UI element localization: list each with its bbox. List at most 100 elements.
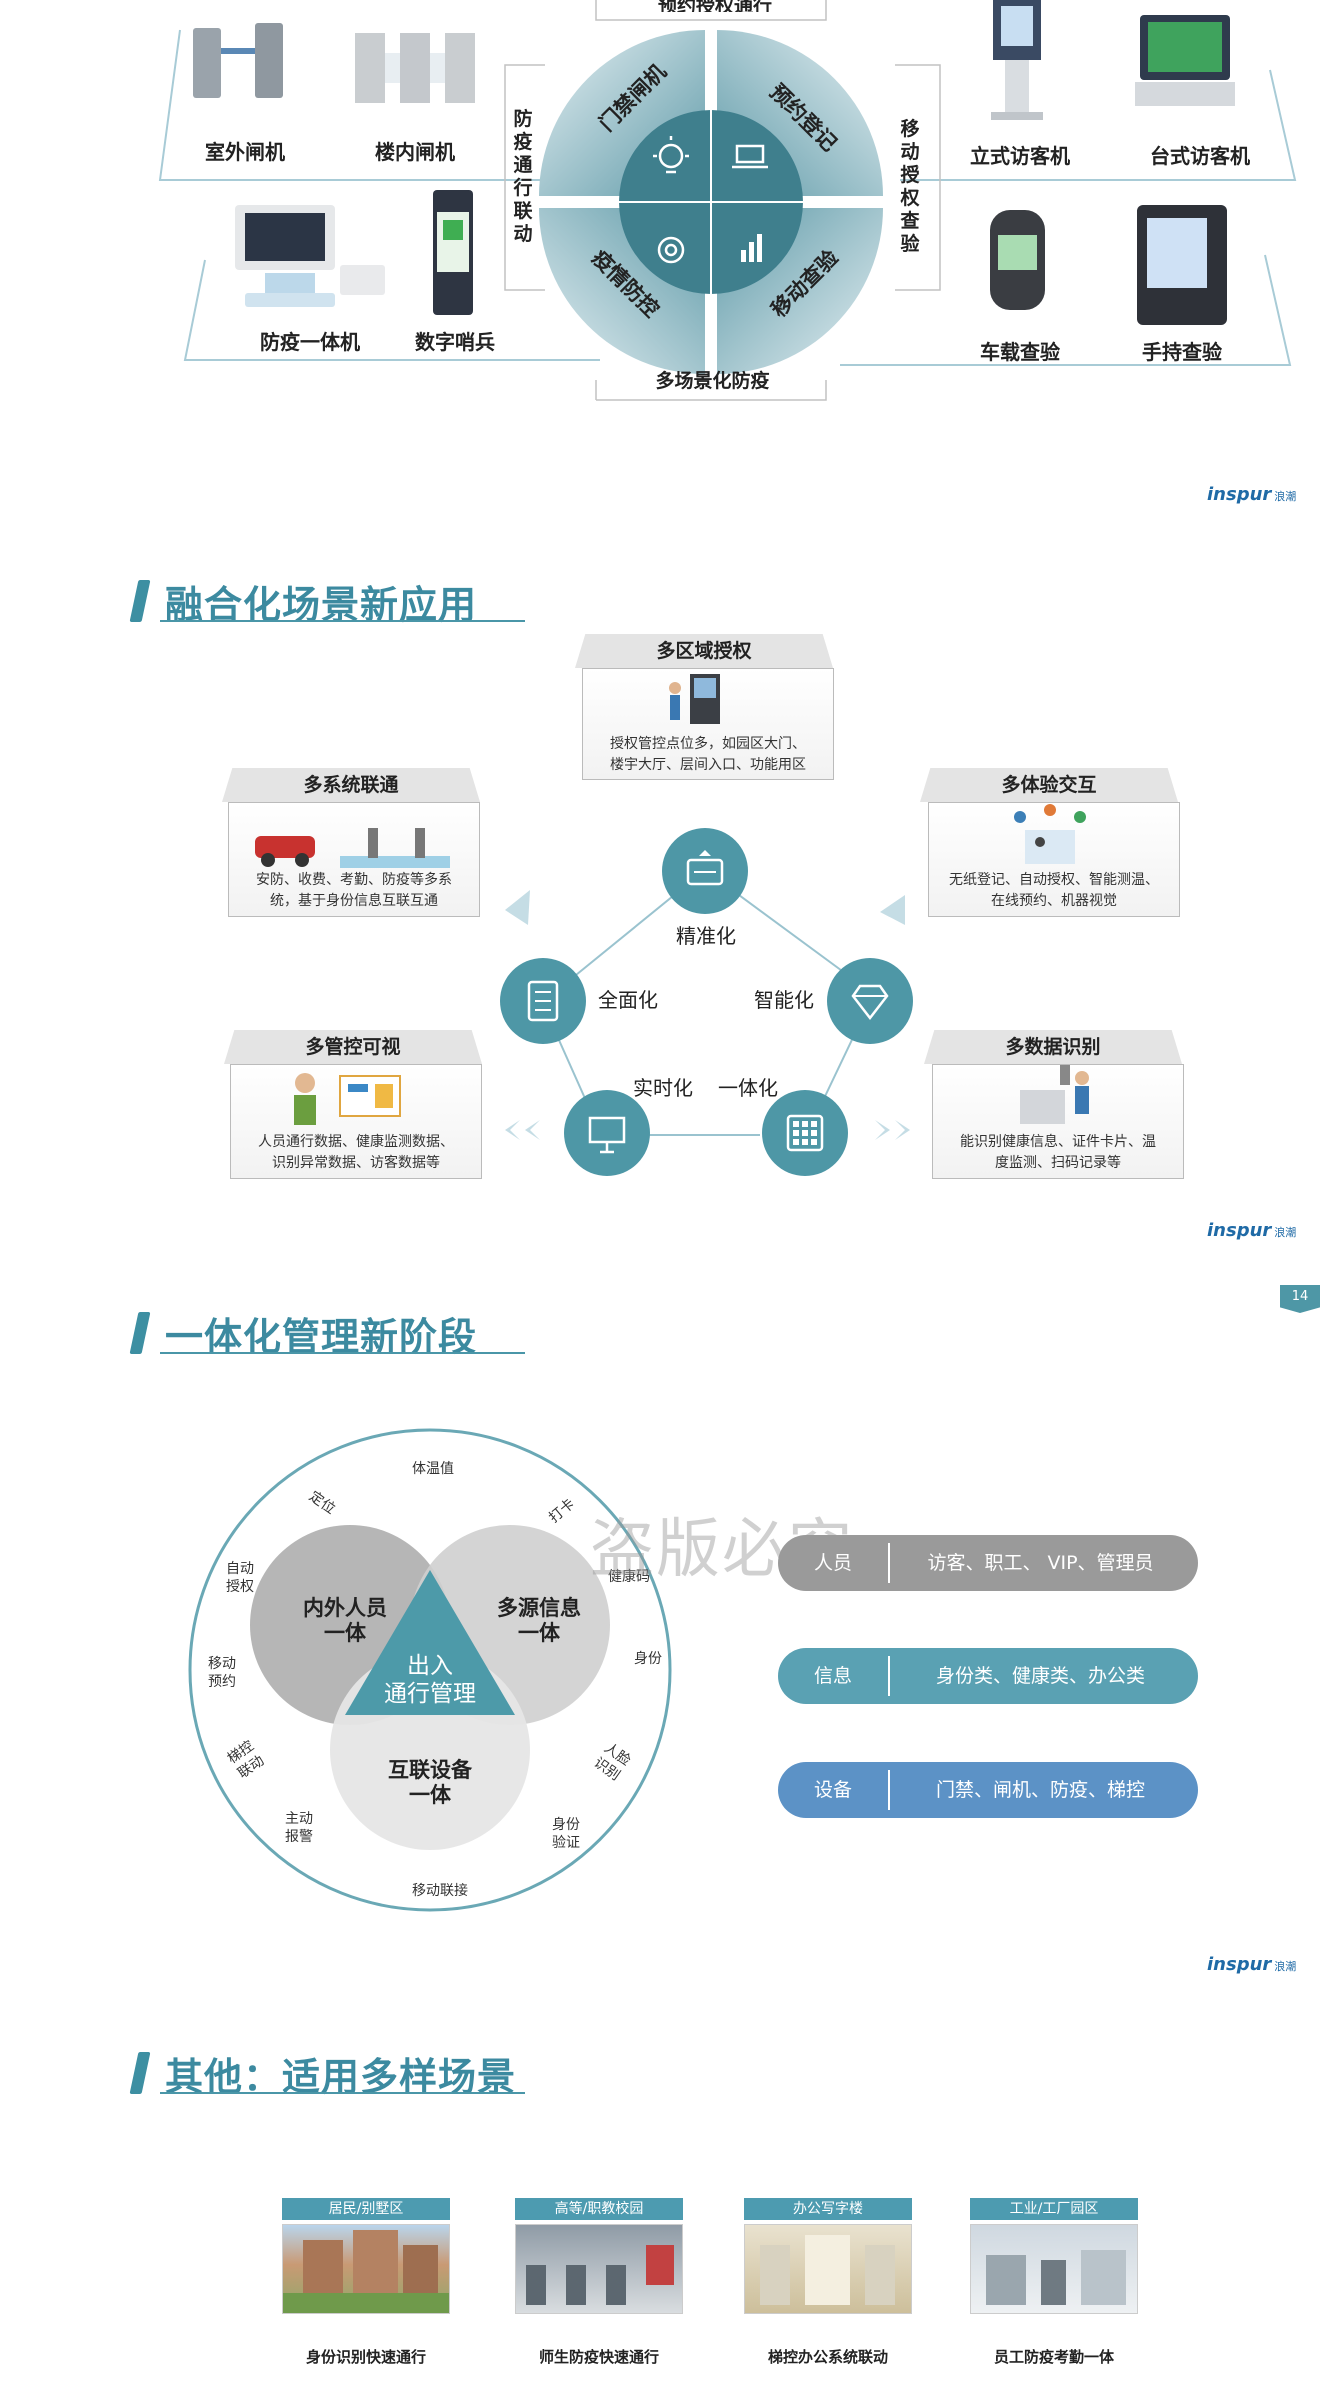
ring-mobile-reserve-2: 预约 xyxy=(208,1674,236,1690)
recognition-image xyxy=(1020,1065,1089,1124)
desk-visitor-image xyxy=(1135,15,1235,106)
ring-id-verify-2: 验证 xyxy=(552,1835,580,1851)
label-intelligent: 智能化 xyxy=(754,988,814,1012)
factory-gate-image xyxy=(986,2250,1126,2305)
title-underline xyxy=(160,620,525,622)
ring-mobile-link: 移动联接 xyxy=(412,1883,468,1899)
pill-people-value: 访客、职工、 VIP、管理员 xyxy=(927,1552,1154,1574)
indoor-gate-image xyxy=(355,33,475,103)
handheld-check-image xyxy=(1137,205,1227,325)
ring-id-verify: 身份 验证 xyxy=(552,1816,580,1852)
card-text-multi-zone-1: 授权管控点位多，如园区大门、 xyxy=(610,736,806,752)
bulb-icon xyxy=(653,136,689,174)
ring-temperature: 体温值 xyxy=(412,1461,454,1477)
ring-auto-auth-2: 授权 xyxy=(226,1579,254,1595)
section-title-3: 一体化管理新阶段 xyxy=(165,1315,478,1359)
card-head-multi-system: 多系统联通 xyxy=(222,768,480,802)
scene-image-campus xyxy=(515,2224,683,2314)
title-underline-4 xyxy=(160,2092,525,2094)
desk-visitor-label: 台式访客机 xyxy=(1150,144,1250,168)
left-vertical-label: 防疫通行联动 xyxy=(513,108,533,245)
node-integrated xyxy=(762,1090,848,1176)
lobby-image xyxy=(760,2235,895,2305)
car-gate-image xyxy=(255,828,450,868)
node-comprehensive xyxy=(500,958,586,1044)
page-number: 14 xyxy=(1291,1289,1309,1304)
card-head-multi-experience: 多体验交互 xyxy=(920,768,1178,802)
slide-integrated-management: 14 一体化管理新阶段 内外人员 一体 多源信息 一体 互联设备 一体 出入 通… xyxy=(0,1270,1338,1990)
stand-visitor-label: 立式访客机 xyxy=(970,144,1070,168)
frame-lines xyxy=(158,0,1297,401)
laptop-icon xyxy=(732,144,768,169)
node-realtime xyxy=(564,1090,650,1176)
pill-info-value: 身份类、健康类、办公类 xyxy=(935,1665,1145,1687)
center-line1: 出入 xyxy=(407,1653,453,1679)
interaction-icons-image xyxy=(1014,804,1086,864)
ring-identity: 身份 xyxy=(634,1651,662,1667)
scene-head-campus: 高等/职教校园 xyxy=(515,2198,683,2220)
kiosk-person-image xyxy=(669,674,720,724)
slide-fusion-scenes: 融合化场景新应用 多区域授权 授权管控点位多，如园区大门、 楼宇大厅、层间入口、… xyxy=(0,540,1338,1260)
top-label: 预约授权通行 xyxy=(657,0,772,12)
title-bar-icon-4 xyxy=(129,2052,151,2094)
scene-caption-residential: 身份识别快速通行 xyxy=(305,2348,426,2366)
circle-people-line2: 一体 xyxy=(324,1621,366,1645)
card-text-multi-control-2: 识别异常数据、访客数据等 xyxy=(272,1155,440,1171)
scene-caption-campus: 师生防疫快速通行 xyxy=(538,2348,659,2366)
vehicle-check-image xyxy=(990,210,1045,310)
slide-other-scenes: 其他：适用多样场景 居民/别墅区 身份识别快速通行 高等/职教校园 师生防疫快速… xyxy=(0,2010,1338,2400)
card-head-multi-data: 多数据识别 xyxy=(924,1030,1182,1064)
circle-people-line1: 内外人员 xyxy=(303,1596,387,1620)
bottom-label: 多场景化防疫 xyxy=(655,370,770,392)
node-precise xyxy=(662,828,748,914)
handheld-check-label: 手持查验 xyxy=(1142,340,1222,364)
label-realtime: 实时化 xyxy=(633,1076,693,1100)
pill-devices-key: 设备 xyxy=(813,1779,852,1801)
digital-sentinel-label: 数字哨兵 xyxy=(415,330,495,354)
pill-people-key: 人员 xyxy=(813,1552,852,1574)
outdoor-gate-label: 室外闸机 xyxy=(205,140,285,164)
right-vertical-label: 移动授权查验 xyxy=(900,118,920,255)
section-title-4: 其他：适用多样场景 xyxy=(165,2055,517,2099)
pill-people: 人员 访客、职工、 VIP、管理员 xyxy=(778,1535,1198,1591)
scene-head-office: 办公写字楼 xyxy=(744,2198,912,2220)
card-text-multi-system-1: 安防、收费、考勤、防疫等多系 xyxy=(256,872,452,888)
scene-image-office xyxy=(744,2224,912,2314)
label-precise: 精准化 xyxy=(676,924,736,948)
pill-devices: 设备 门禁、闸机、防疫、梯控 xyxy=(778,1762,1198,1818)
card-text-multi-zone-2: 楼宇大厅、层间入口、功能用区 xyxy=(610,757,806,773)
card-text-multi-data-1: 能识别健康信息、证件卡片、温 xyxy=(960,1134,1156,1150)
circle-info-line1: 多源信息 xyxy=(497,1596,581,1620)
presenter-image xyxy=(294,1073,401,1125)
outdoor-gate-image xyxy=(193,23,283,98)
venn-diagram xyxy=(188,1428,672,1912)
pill-info-key: 信息 xyxy=(813,1665,852,1687)
epidemic-terminal-image xyxy=(235,205,385,307)
ring-mobile-reserve-1: 移动 xyxy=(208,1656,236,1672)
center-line2: 通行管理 xyxy=(384,1681,476,1707)
ring-auto-auth-1: 自动 xyxy=(226,1561,254,1577)
gate-hall-image xyxy=(526,2245,674,2305)
page-number-badge: 14 xyxy=(1280,1285,1320,1313)
indoor-gate-label: 楼内闸机 xyxy=(375,140,455,164)
building-image xyxy=(283,2230,449,2313)
ring-health-code: 健康码 xyxy=(608,1569,650,1585)
card-head-multi-control: 多管控可视 xyxy=(224,1030,482,1064)
pill-info: 信息 身份类、健康类、办公类 xyxy=(778,1648,1198,1704)
list-icon xyxy=(527,980,559,1022)
scene-image-industrial xyxy=(970,2224,1138,2314)
vehicle-check-label: 车载查验 xyxy=(980,340,1060,364)
card-text-multi-control-1: 人员通行数据、健康监测数据、 xyxy=(258,1134,454,1150)
title-underline-3 xyxy=(160,1352,525,1354)
stand-visitor-image xyxy=(991,0,1043,120)
ring-alarm-2: 报警 xyxy=(285,1829,313,1845)
ring-id-verify-1: 身份 xyxy=(552,1817,580,1833)
ring-alarm: 主动 报警 xyxy=(285,1810,313,1846)
keyboard-icon xyxy=(686,850,724,886)
quadrant-wheel xyxy=(539,30,883,374)
scene-head-industrial: 工业/工厂园区 xyxy=(970,2198,1138,2220)
slide-access-overview: 预约授权通行 门禁闸机 预约登记 疫情防控 移动查验 防疫通行联动 xyxy=(0,0,1338,510)
arrow-chevrons xyxy=(505,890,910,1140)
circle-info-line2: 一体 xyxy=(518,1621,560,1645)
